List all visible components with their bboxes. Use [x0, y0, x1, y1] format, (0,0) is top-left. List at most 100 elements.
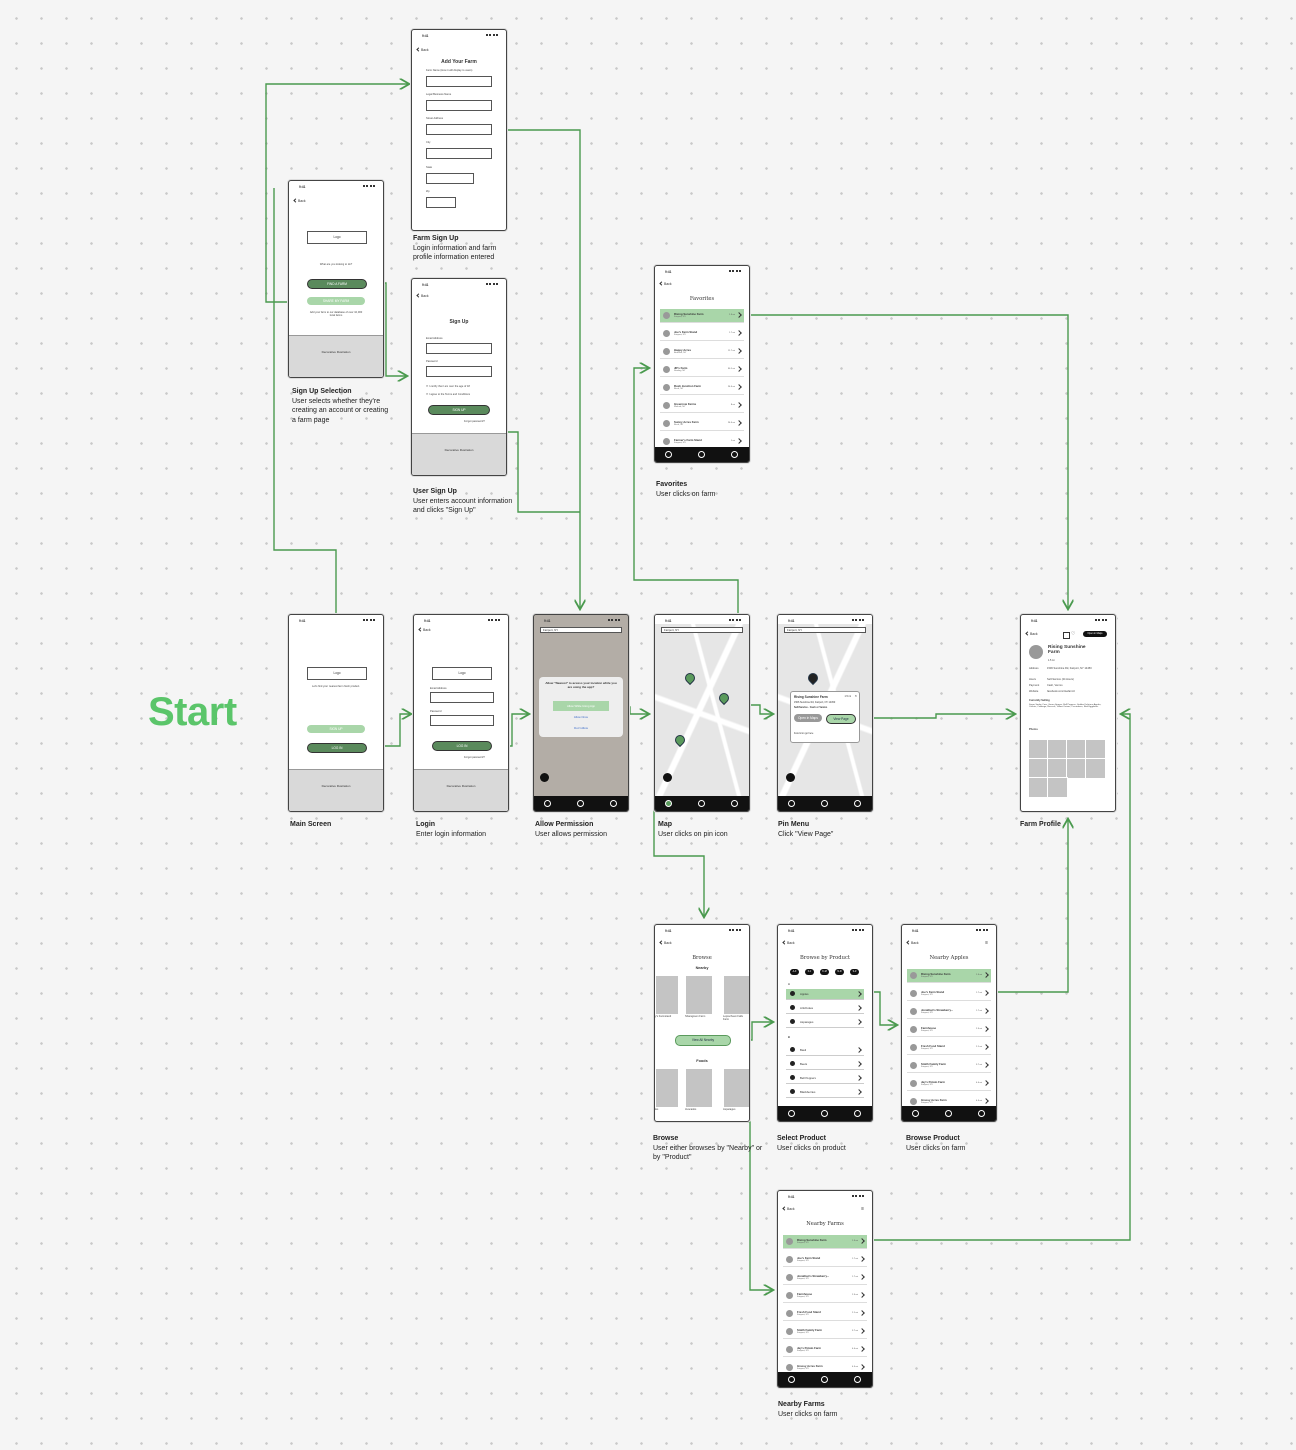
log-in-button[interactable]: LOG IN: [432, 741, 492, 751]
food-card-image[interactable]: [685, 1068, 713, 1108]
share-my-farm-button[interactable]: SHARE MY FARM: [307, 297, 365, 305]
photo-thumb[interactable]: [1028, 758, 1049, 779]
log-in-button[interactable]: LOG IN: [307, 743, 367, 753]
locate-icon[interactable]: [786, 773, 795, 782]
photo-thumb[interactable]: [1028, 739, 1049, 760]
location-search[interactable]: Fairport, NY: [540, 627, 622, 633]
back-button[interactable]: Back: [294, 199, 306, 203]
heart-icon[interactable]: [978, 1110, 985, 1117]
back-button[interactable]: Back: [783, 941, 795, 945]
city-field[interactable]: [426, 148, 492, 159]
compass-icon[interactable]: [544, 800, 551, 807]
street-field[interactable]: [426, 124, 492, 135]
find-a-farm-button[interactable]: FIND A FARM: [307, 279, 367, 289]
compass-icon[interactable]: [665, 451, 672, 458]
photo-thumb[interactable]: [1085, 739, 1106, 760]
location-search[interactable]: Fairport, NY: [784, 627, 866, 633]
age-checkbox[interactable]: ☐ I certify that I am over the age of 18: [426, 385, 470, 388]
email-field[interactable]: [430, 692, 494, 703]
person-icon[interactable]: [698, 800, 705, 807]
product-row[interactable]: Beets: [786, 1059, 864, 1070]
heart-icon[interactable]: [854, 1376, 861, 1383]
person-icon[interactable]: [821, 1376, 828, 1383]
back-button[interactable]: Back: [907, 941, 919, 945]
dont-allow-button[interactable]: Don't Allow: [574, 726, 588, 730]
back-button[interactable]: Back: [417, 294, 429, 298]
photo-thumb[interactable]: [1066, 739, 1087, 760]
back-button[interactable]: Back: [417, 48, 429, 52]
heart-icon[interactable]: [854, 800, 861, 807]
product-row[interactable]: Apples: [786, 989, 864, 1000]
food-card-image[interactable]: [723, 1068, 749, 1108]
compass-icon[interactable]: [665, 800, 672, 807]
heart-icon[interactable]: [854, 1110, 861, 1117]
business-name-field[interactable]: [426, 100, 492, 111]
filter-icon[interactable]: ≡: [861, 1206, 864, 1212]
website-link[interactable]: facebook.com/risefarm3: [1047, 690, 1075, 693]
open-in-maps-button[interactable]: Open in Maps: [794, 714, 822, 722]
letter-chip[interactable]: K-M: [820, 969, 829, 975]
person-icon[interactable]: [698, 451, 705, 458]
photo-thumb[interactable]: [1085, 758, 1106, 779]
sign-up-button[interactable]: SIGN UP: [428, 405, 490, 415]
product-row[interactable]: Blackberries: [786, 1087, 864, 1098]
sign-up-button[interactable]: SIGN UP: [307, 725, 365, 733]
heart-icon[interactable]: [731, 451, 738, 458]
nearby-card-image[interactable]: [723, 975, 749, 1015]
filter-icon[interactable]: ≡: [985, 940, 988, 946]
heart-icon[interactable]: [610, 800, 617, 807]
map-view[interactable]: [655, 624, 749, 796]
person-icon[interactable]: [821, 1110, 828, 1117]
allow-once-button[interactable]: Allow Once: [573, 715, 589, 719]
compass-icon[interactable]: [788, 1376, 795, 1383]
email-field[interactable]: [426, 343, 492, 354]
forgot-password-link[interactable]: Forgot password?: [464, 756, 485, 759]
photo-thumb[interactable]: [1047, 777, 1068, 798]
nearby-card-image[interactable]: [655, 975, 679, 1015]
heart-icon[interactable]: [731, 800, 738, 807]
compass-icon[interactable]: [788, 800, 795, 807]
close-icon[interactable]: ×: [854, 693, 857, 698]
zip-field[interactable]: [426, 197, 456, 208]
back-button[interactable]: Back: [660, 941, 672, 945]
food-card-image[interactable]: [655, 1068, 679, 1108]
letter-chip[interactable]: F-J: [805, 969, 814, 975]
state-select[interactable]: [426, 173, 474, 184]
heart-icon[interactable]: ♡: [1071, 631, 1076, 637]
back-button[interactable]: Back: [419, 628, 431, 632]
terms-checkbox[interactable]: ☐ I agree to the Terms and Conditions: [426, 393, 471, 396]
person-icon[interactable]: [945, 1110, 952, 1117]
letter-chip[interactable]: S-Z: [850, 969, 859, 975]
letter-chip[interactable]: N-R: [835, 969, 844, 975]
product-row[interactable]: Artichokes: [786, 1003, 864, 1014]
view-all-nearby-button[interactable]: View All Nearby: [675, 1035, 731, 1046]
view-page-button[interactable]: View Page: [826, 714, 856, 724]
product-row[interactable]: Basil: [786, 1045, 864, 1056]
photo-thumb[interactable]: [1047, 758, 1068, 779]
locate-icon[interactable]: [663, 773, 672, 782]
photo-thumb[interactable]: [1028, 777, 1049, 798]
product-row[interactable]: Bell Peppers: [786, 1073, 864, 1084]
person-icon[interactable]: [577, 800, 584, 807]
back-button[interactable]: Back: [660, 282, 672, 286]
password-field[interactable]: [426, 366, 492, 377]
product-row[interactable]: Asparagus: [786, 1017, 864, 1028]
farm-name-field[interactable]: [426, 76, 492, 87]
back-button[interactable]: Back: [783, 1207, 795, 1211]
open-in-maps-button[interactable]: Open in Maps: [1083, 631, 1107, 637]
share-icon[interactable]: [1063, 632, 1070, 639]
allow-while-using-button[interactable]: Allow While Using App: [553, 701, 609, 711]
